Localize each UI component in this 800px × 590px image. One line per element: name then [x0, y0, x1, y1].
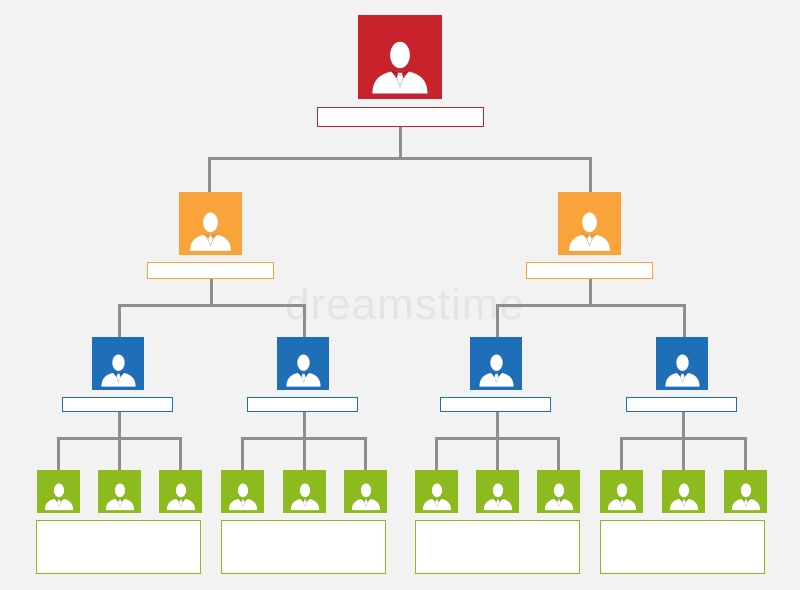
person-icon [190, 212, 231, 251]
staff-node[interactable] [415, 470, 458, 513]
staff-node[interactable] [476, 470, 519, 513]
person-icon [669, 483, 698, 511]
staff-node[interactable] [159, 470, 202, 513]
person-icon [664, 354, 700, 387]
connector-to-lead [303, 304, 306, 337]
person-icon [569, 212, 610, 251]
manager-node[interactable] [179, 192, 242, 255]
connector-to-staff [179, 437, 182, 470]
person-icon [351, 483, 380, 511]
connector-root-down [399, 127, 402, 159]
person-icon [285, 354, 321, 387]
staff-node[interactable] [724, 470, 767, 513]
connector-to-lead [683, 304, 686, 337]
person-icon [483, 483, 512, 511]
staff-node[interactable] [600, 470, 643, 513]
connector-manager-down [589, 279, 592, 306]
person-icon [100, 354, 136, 387]
staff-node[interactable] [37, 470, 80, 513]
root-node[interactable] [358, 15, 442, 99]
staff-group-label[interactable] [600, 520, 765, 574]
connector-lead-down [303, 412, 306, 439]
lead-label[interactable] [247, 397, 358, 412]
watermark: dreamstime [285, 280, 525, 329]
person-icon [422, 483, 451, 511]
connector-to-staff [303, 437, 306, 470]
staff-group-label[interactable] [36, 520, 201, 574]
person-icon [44, 483, 73, 511]
connector-to-manager-2 [589, 157, 592, 192]
connector-manager-down [210, 279, 213, 306]
lead-node[interactable] [470, 337, 522, 390]
lead-node[interactable] [277, 337, 329, 390]
person-icon [731, 483, 760, 511]
person-icon [166, 483, 195, 511]
connector-to-staff [241, 437, 244, 470]
connector-to-staff [496, 437, 499, 470]
lead-node[interactable] [656, 337, 708, 390]
lead-label[interactable] [62, 397, 173, 412]
staff-node[interactable] [537, 470, 580, 513]
connector-to-staff [744, 437, 747, 470]
manager-label[interactable] [147, 262, 274, 279]
connector-to-staff [435, 437, 438, 470]
connector-to-staff [118, 437, 121, 470]
lead-label[interactable] [626, 397, 737, 412]
connector-to-staff [557, 437, 560, 470]
connector-to-staff [620, 437, 623, 470]
manager-node[interactable] [558, 192, 621, 255]
manager-label[interactable] [526, 262, 653, 279]
person-icon [290, 483, 319, 511]
connector-level-2-bar [208, 157, 592, 160]
connector-to-lead [496, 304, 499, 337]
connector-lead-down [496, 412, 499, 439]
connector-lead-down [682, 412, 685, 439]
connector-lead-down [118, 412, 121, 439]
staff-node[interactable] [98, 470, 141, 513]
staff-group-label[interactable] [415, 520, 580, 574]
person-icon [105, 483, 134, 511]
staff-node[interactable] [283, 470, 326, 513]
root-label[interactable] [317, 107, 484, 127]
person-icon [544, 483, 573, 511]
connector-level-3-bar [118, 304, 306, 307]
person-icon [372, 41, 428, 94]
person-icon [607, 483, 636, 511]
staff-node[interactable] [662, 470, 705, 513]
staff-group-label[interactable] [221, 520, 386, 574]
lead-label[interactable] [440, 397, 551, 412]
staff-node[interactable] [344, 470, 387, 513]
connector-level-3-bar [496, 304, 686, 307]
person-icon [478, 354, 514, 387]
connector-to-lead [118, 304, 121, 337]
person-icon [228, 483, 257, 511]
staff-node[interactable] [221, 470, 264, 513]
lead-node[interactable] [92, 337, 144, 390]
connector-to-staff [57, 437, 60, 470]
connector-to-manager-1 [208, 157, 211, 192]
connector-to-staff [364, 437, 367, 470]
connector-to-staff [682, 437, 685, 470]
